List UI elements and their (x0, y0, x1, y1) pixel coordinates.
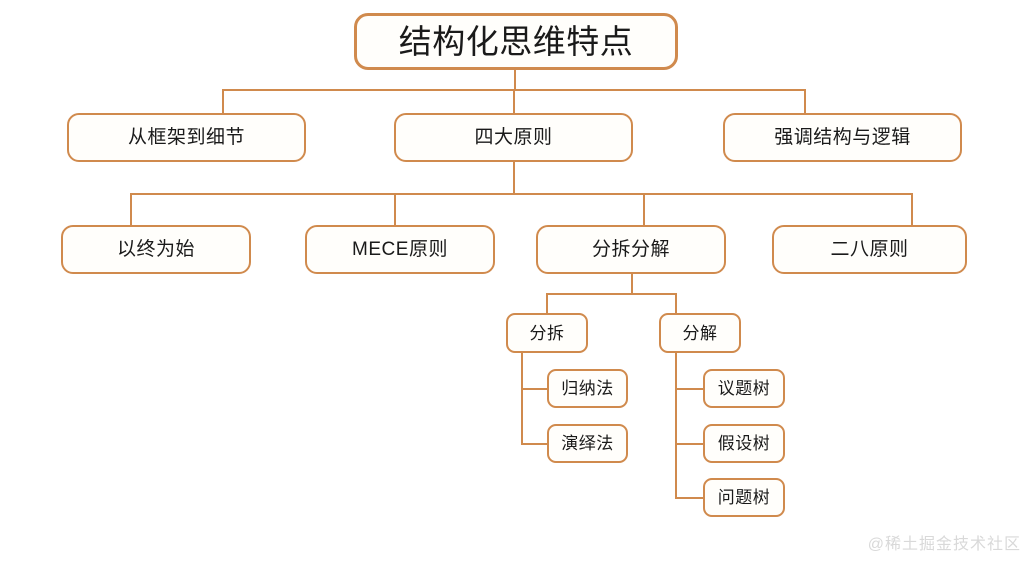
connector-level3-bus (130, 193, 913, 195)
connector-level3-stem (513, 161, 515, 195)
connector-level2-drop-1 (222, 89, 224, 114)
connector-level4-drop-fenchai (546, 293, 548, 314)
node-leaf-guinafa[interactable]: 归纳法 (547, 369, 628, 408)
node-level2-3[interactable]: 强调结构与逻辑 (723, 113, 962, 162)
connector-fenjie-trunk (675, 352, 677, 498)
connector-level4-bus (546, 293, 677, 295)
node-leaf-wentishu[interactable]: 问题树 (703, 478, 785, 517)
node-level3-1[interactable]: 以终为始 (61, 225, 251, 274)
connector-level3-drop-1 (130, 193, 132, 226)
node-level2-1[interactable]: 从框架到细节 (67, 113, 306, 162)
node-level3-4[interactable]: 二八原则 (772, 225, 967, 274)
connector-root-stem (514, 69, 516, 91)
connector-fenchai-stub-1 (521, 388, 548, 390)
connector-level2-drop-3 (804, 89, 806, 114)
connector-level2-drop-2 (513, 89, 515, 114)
node-leaf-jiasheshu[interactable]: 假设树 (703, 424, 785, 463)
connector-fenjie-stub-1 (675, 388, 704, 390)
connector-fenjie-stub-3 (675, 497, 704, 499)
connector-fenchai-trunk (521, 352, 523, 444)
node-leaf-yitishu[interactable]: 议题树 (703, 369, 785, 408)
node-fenchai[interactable]: 分拆 (506, 313, 588, 353)
connector-level3-drop-3 (643, 193, 645, 226)
node-leaf-yanyifa[interactable]: 演绎法 (547, 424, 628, 463)
connector-fenchai-stub-2 (521, 443, 548, 445)
node-level2-2[interactable]: 四大原则 (394, 113, 633, 162)
watermark: @稀土掘金技术社区 (867, 536, 1021, 553)
connector-level3-drop-2 (394, 193, 396, 226)
node-level3-3[interactable]: 分拆分解 (536, 225, 726, 274)
root-node[interactable]: 结构化思维特点 (354, 13, 678, 70)
node-fenjie[interactable]: 分解 (659, 313, 741, 353)
connector-level4-drop-fenjie (675, 293, 677, 314)
connector-fenjie-stub-2 (675, 443, 704, 445)
node-level3-2[interactable]: MECE原则 (305, 225, 495, 274)
connector-level3-drop-4 (911, 193, 913, 226)
connector-level4-stem (631, 273, 633, 295)
